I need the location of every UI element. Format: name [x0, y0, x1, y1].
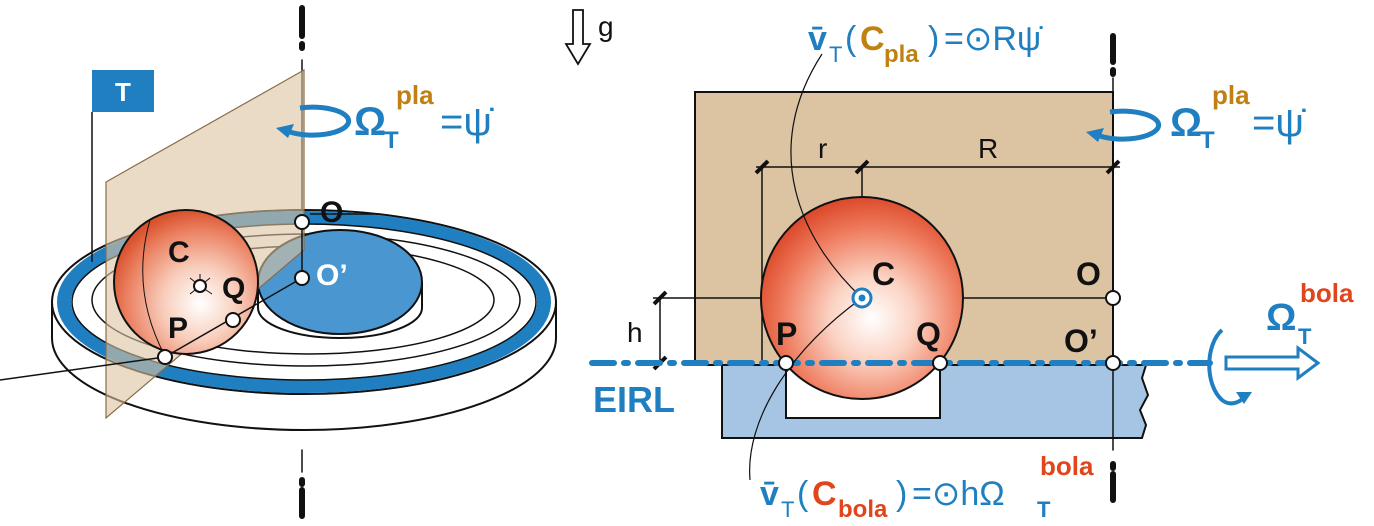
svg-text:=⊙hΩ: =⊙hΩ	[912, 475, 1005, 513]
svg-text:pla: pla	[396, 80, 434, 110]
omega-plate-left: Ω T pla =ψ̇	[354, 80, 494, 154]
label-O-left: O	[320, 196, 343, 229]
label-Q-right: Q	[916, 316, 941, 352]
svg-text:v̄: v̄	[808, 20, 827, 58]
label-Oprime-right: O’	[1064, 323, 1098, 359]
omega-plate-right: Ω T pla =ψ̇	[1170, 80, 1306, 154]
point-P-left	[157, 349, 173, 365]
svg-text:pla: pla	[884, 41, 919, 68]
svg-text:bola: bola	[838, 496, 888, 523]
left-ball	[113, 209, 259, 357]
callout-lines	[749, 53, 863, 481]
label-Oprime-left: O’	[316, 259, 348, 292]
label-P-right: P	[776, 316, 797, 352]
rotation-arrow-right	[1086, 108, 1162, 142]
point-O-right	[1105, 290, 1121, 306]
svg-text:): )	[928, 20, 939, 58]
dim-label-R: R	[978, 133, 998, 164]
point-P-right	[778, 355, 794, 371]
point-Oprime-right	[1105, 355, 1121, 371]
right-points	[778, 287, 1121, 371]
label-O-right: O	[1076, 256, 1101, 292]
svg-text:Ω: Ω	[1170, 101, 1202, 145]
svg-text:v̄: v̄	[760, 475, 779, 513]
svg-text:T: T	[1037, 497, 1051, 522]
right-view: r R h EIRL C P Q O O’ v̄	[589, 20, 1354, 523]
svg-text:=⊙Rψ̇: =⊙Rψ̇	[944, 20, 1043, 58]
dim-label-h: h	[627, 317, 643, 348]
velocity-plate-label: v̄ T ( C pla ) =⊙Rψ̇	[808, 20, 1043, 68]
svg-text:=ψ̇: =ψ̇	[1252, 101, 1306, 145]
left-view: T O O’ C Q P	[0, 5, 557, 519]
svg-text:T: T	[781, 497, 794, 522]
svg-text:T: T	[384, 127, 399, 154]
velocity-ball-label: v̄ T ( C bola ) =⊙hΩ T bola	[760, 451, 1094, 523]
dim-label-r: r	[818, 133, 827, 164]
plane-tag-box	[92, 70, 154, 112]
gravity-indicator: g	[564, 9, 614, 66]
eirl-label: EIRL	[593, 379, 675, 420]
label-C-right: C	[872, 256, 895, 292]
svg-text:bola: bola	[1300, 278, 1354, 308]
svg-text:T: T	[1298, 324, 1312, 349]
label-Q-left: Q	[222, 272, 245, 305]
svg-text:(: (	[845, 20, 857, 58]
inner-disk	[257, 229, 423, 339]
point-Q-right	[932, 355, 948, 371]
svg-text:T: T	[1200, 127, 1215, 154]
svg-text:=ψ̇: =ψ̇	[440, 100, 494, 144]
plane-tag-label: T	[115, 77, 131, 107]
label-C-left: C	[168, 236, 190, 269]
svg-text:): )	[896, 475, 907, 513]
point-Q-left	[225, 312, 241, 328]
point-O-left	[294, 214, 310, 230]
svg-text:Ω: Ω	[354, 100, 386, 144]
rotation-arrow-left	[276, 104, 352, 138]
gravity-label: g	[598, 11, 614, 42]
point-Oprime-left	[294, 270, 310, 286]
svg-text:pla: pla	[1212, 80, 1250, 110]
svg-text:bola: bola	[1040, 451, 1094, 481]
point-C-left	[193, 279, 207, 293]
left-points	[157, 214, 310, 365]
svg-text:(: (	[797, 475, 809, 513]
omega-ball-label: Ω T bola	[1266, 278, 1354, 349]
svg-text:C: C	[812, 475, 837, 513]
svg-text:C: C	[860, 20, 885, 58]
label-P-left: P	[168, 312, 188, 345]
svg-text:T: T	[829, 42, 842, 67]
ball-rotation-arrow	[1207, 328, 1321, 406]
svg-text:Ω: Ω	[1266, 297, 1296, 339]
